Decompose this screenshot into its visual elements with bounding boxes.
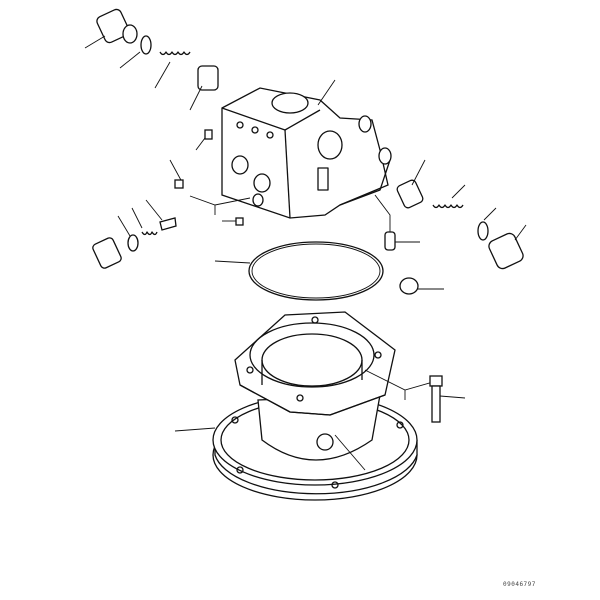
large-o-ring (248, 241, 384, 301)
drawing-code: 09046797 (503, 581, 536, 588)
o-ring (140, 35, 152, 55)
bolt (429, 375, 443, 423)
spring (159, 51, 191, 56)
plug-top-left (84, 8, 138, 49)
spool-sleeve (197, 65, 219, 91)
valve-block (221, 87, 392, 219)
motor-housing (212, 311, 418, 501)
plug-right (488, 232, 524, 270)
plug-left (92, 237, 122, 269)
